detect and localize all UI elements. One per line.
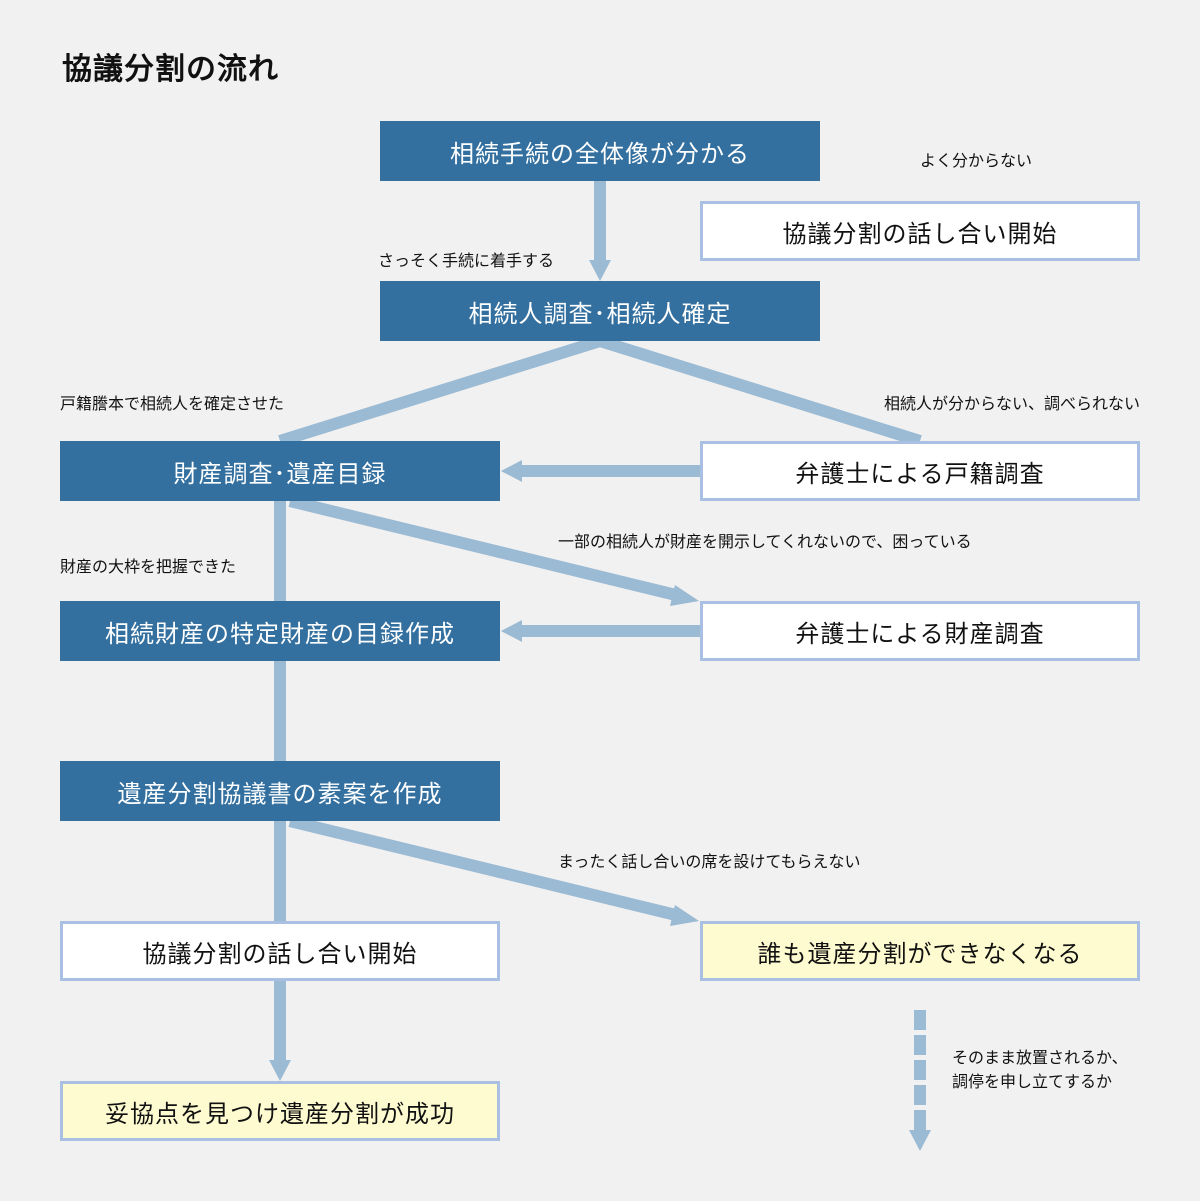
label-outcome-line1: そのまま放置されるか、 [952,1048,1128,1067]
box-asset-list: 相続財産の特定財産の目録作成 [60,601,500,661]
label-not-disclosed: 一部の相続人が財産を開示してくれないので、困っている [558,532,972,551]
arrowhead [269,1060,291,1081]
box-lawyer-family-register: 弁護士による戸籍調査 [700,441,1140,501]
label-unknown-heirs: 相続人が分からない、調べられない [883,394,1140,413]
arrowhead [501,620,522,642]
label-confirmed: 戸籍謄本で相続人を確定させた [60,394,285,413]
arrowhead [589,260,611,281]
arrow-draft-to-nobody [288,815,682,922]
label-start-now: さっそく手続に着手する [378,251,555,270]
arrowhead [501,460,522,482]
arrowhead [909,1130,931,1151]
arrowhead [670,585,699,606]
box-nobody: 誰も遺産分割ができなくなる [700,921,1140,981]
box-start-talk-top: 協議分割の話し合い開始 [700,201,1140,261]
arrowhead [670,905,699,926]
connector-heir-right [598,335,922,447]
box-asset-survey: 財産調査･遺産目録 [60,441,500,501]
box-lawyer-asset-survey: 弁護士による財産調査 [700,601,1140,661]
box-heir-survey: 相続人調査･相続人確定 [380,281,820,341]
box-success: 妥協点を見つけ遺産分割が成功 [60,1081,500,1141]
label-unclear: よく分からない [920,151,1033,170]
label-grasped: 財産の大枠を把握できた [60,557,237,576]
box-draft: 遺産分割協議書の素案を作成 [60,761,500,821]
connector-heir-left [278,335,602,447]
box-start-talk: 協議分割の話し合い開始 [60,921,500,981]
box-overview: 相続手続の全体像が分かる [380,121,820,181]
label-no-meeting: まったく話し合いの席を設けてもらえない [558,852,861,871]
page-title: 協議分割の流れ [62,52,279,87]
arrow-asset-to-lawyer-asset [288,495,682,602]
label-outcome-line2: 調停を申し立てするか [952,1072,1113,1091]
